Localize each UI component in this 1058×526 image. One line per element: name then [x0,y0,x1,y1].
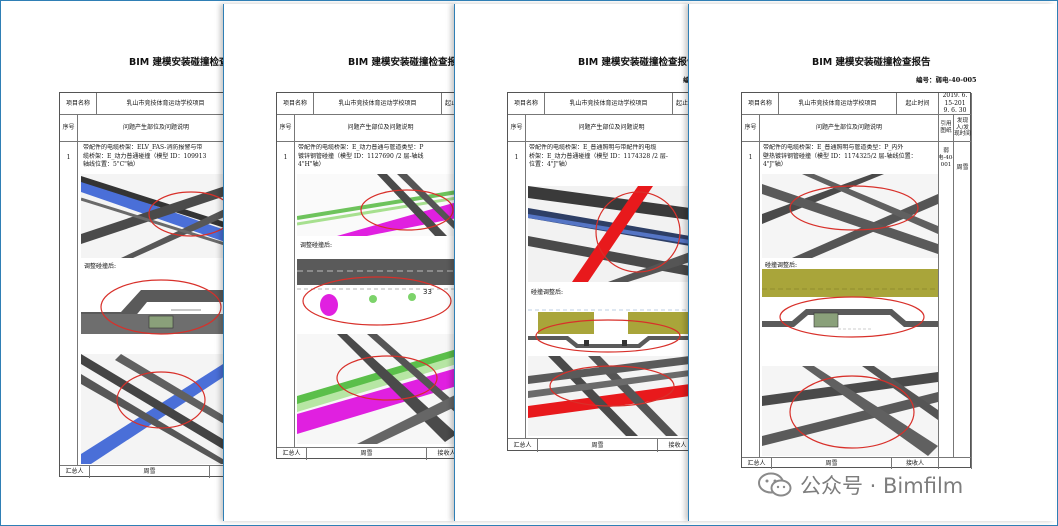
issue-cell [760,142,939,458]
clash-image-before [297,174,456,236]
report-table: 项目名称 乳山市竞技体育运动学校项目 序号 问题产生部位及问题说明 1 汇总人 … [59,92,224,478]
project-name: 乳山市竞技体育运动学校项目 [314,93,442,115]
row-number: 1 [60,142,78,466]
time-label-partial: 起止 [442,93,456,115]
watermark-text: 公众号 · Bimfilm [800,474,964,498]
clash-image-after: 33 [297,259,456,329]
doc-number: 编号：弱电-40-005 [916,76,977,84]
finder-value: 周雪 [954,142,972,458]
wechat-icon [758,472,792,498]
summary-name: 周雪 [307,448,427,460]
clash-image-3d [297,334,456,444]
row-number: 1 [742,142,760,458]
clash-image-3d [528,356,690,436]
col-no-header: 序号 [277,115,295,142]
col-no-header: 序号 [742,115,760,142]
adjust-caption: 碰撞调整后: [531,289,564,296]
issue-cell [78,142,224,466]
clash-image-3d [81,354,224,464]
doc-number-partial: 编 [683,76,690,84]
report-table: 项目名称 乳山市竞技体育运动学校项目 起止 序号 问题产生部位及问题说明 1 汇… [507,92,691,452]
col-no-header: 序号 [508,115,526,142]
clash-image-after [762,269,938,339]
report-title: BIM 建模安装碰撞检查报 [129,57,224,68]
ref-value: 弱电-40-001 [939,142,954,458]
clash-image-before [762,174,938,258]
issue-cell [526,142,691,439]
project-label: 项目名称 [60,93,97,115]
col-issue-header: 问题产生部位及问题说明 [78,115,224,142]
col-issue-header: 问题产生部位及问题说明 [760,115,939,142]
project-name: 乳山市竞技体育运动学校项目 [545,93,673,115]
clash-image-after [81,272,224,340]
row-number: 1 [508,142,526,439]
report-page-2: BIM 建模安装碰撞检查报告 项目名称 乳山市竞技体育运动学校项目 起止 序号 … [223,4,456,521]
project-label: 项目名称 [742,93,779,115]
report-title: BIM 建模安装碰撞检查报告 [578,57,691,68]
summary-label: 汇总人 [508,439,538,452]
col-finder-header: 发现人/发现时间 [954,115,972,142]
report-title: BIM 建模安装碰撞检查报告 [348,57,456,68]
report-table: 项目名称 乳山市竞技体育运动学校项目 起止 序号 问题产生部位及问题说明 1 汇… [276,92,456,460]
col-issue-header: 问题产生部位及问题说明 [526,115,691,142]
receiver-label: 接收人 [892,458,939,469]
project-label: 项目名称 [508,93,545,115]
receiver-label: 接收人 [427,448,456,460]
adjust-caption: 碰撞调整后: [765,262,798,269]
summary-name: 周雪 [90,466,210,478]
receiver-label: 接收人 [658,439,691,452]
clash-image-after [528,306,690,354]
adjust-caption: 调整碰撞后: [84,263,117,270]
issue-description: 带配件的电缆桥架：E_普通照明与管道类型：P_内外壁热镀锌钢管碰撞（模型 ID：… [763,144,917,169]
project-label: 项目名称 [277,93,314,115]
summary-label: 汇总人 [60,466,90,478]
col-no-header: 序号 [60,115,78,142]
receiver-value [939,458,972,469]
time-label: 起止时间 [897,93,939,115]
report-page-4: BIM 建模安装碰撞检查报告 编号：弱电-40-005 项目名称 乳山市竞技体育… [688,4,1055,521]
col-ref-header: 引用图纸 [939,115,954,142]
clash-image-3d [762,366,938,456]
summary-name: 周雪 [772,458,892,469]
report-page-3: BIM 建模安装碰撞检查报告 编 项目名称 乳山市竞技体育运动学校项目 起止 序… [454,4,691,521]
time-label-partial: 起止 [673,93,691,115]
summary-name: 周雪 [538,439,658,452]
clash-image-before [81,174,224,258]
issue-description: 带配件的电缆桥架：ELV_FAS-消防报警与带缆桥架：E_动力普通碰撞（模型 I… [83,144,207,169]
report-page-1: BIM 建模安装碰撞检查报 项目名称 乳山市竞技体育运动学校项目 序号 问题产生… [4,4,224,521]
row-number: 1 [277,142,295,448]
watermark: 公众号 · Bimfilm [758,468,963,502]
col-issue-header: 问题产生部位及问题说明 [295,115,456,142]
project-name: 乳山市竞技体育运动学校项目 [779,93,897,115]
summary-label: 汇总人 [277,448,307,460]
issue-description: 带配件的电缆桥架：E_普通照明与带配件的电缆桥架：E_动力普通碰撞（模型 ID：… [529,144,668,169]
clash-image-before [528,186,690,282]
issue-cell [295,142,456,448]
summary-label: 汇总人 [742,458,772,469]
project-name: 乳山市竞技体育运动学校项目 [97,93,224,115]
svg-text:33: 33 [423,288,432,296]
report-title: BIM 建模安装碰撞检查报告 [812,57,931,68]
adjust-caption: 调整碰撞后: [300,242,333,249]
